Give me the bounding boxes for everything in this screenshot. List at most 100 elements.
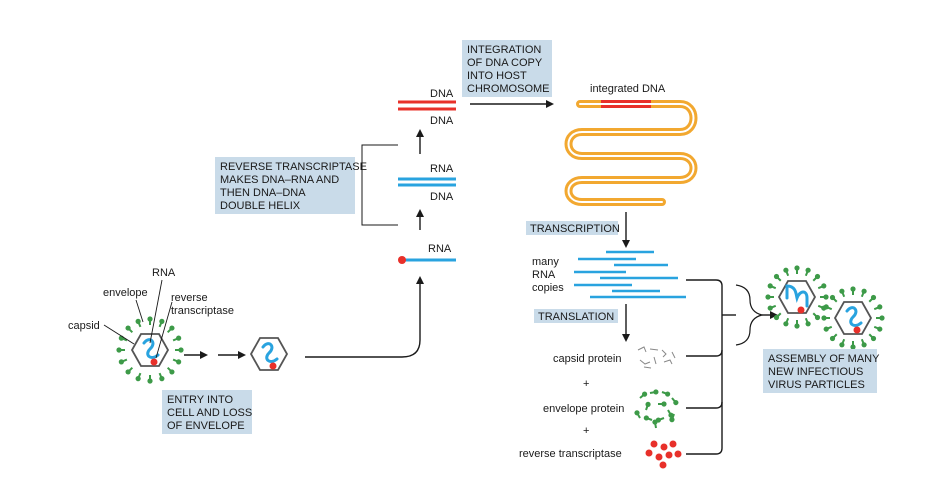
envelope-protein-head [653,389,659,395]
envelope-protein-head [669,417,675,423]
label-capsid-protein: capsid protein [553,353,622,365]
envelope-spike-head [821,315,827,321]
chromosome-outer [564,100,698,206]
rna-copies: many RNA copies [532,250,686,299]
label-plus-2: + [583,425,589,437]
envelope-spike-head [877,304,883,310]
envelope-spike-head [773,314,780,321]
envelope-spike-head [821,283,827,289]
label-reverse-transcriptase-protein: reverse transcriptase [519,448,622,460]
envelope-spike-head [823,294,829,300]
viral-rna-coil [261,342,279,363]
assembly-brace [735,284,763,346]
chromosome-inner [567,103,695,203]
envelope-spike-head [169,369,175,375]
envelope-spike-head [773,273,780,280]
envelope-spike-head [870,294,877,301]
envelope-spike-head [783,321,789,327]
envelope-spike-head [159,318,165,324]
envelope-spike-head [814,273,821,280]
assembly-connectors [686,279,736,455]
envelope-spike-head [118,359,124,365]
envelope-spike-head [879,315,885,321]
viral-rna-coil [785,284,809,308]
envelope-protein-head [643,415,649,421]
step-assembly-box: ASSEMBLY OF MANY NEW INFECTIOUS VIRUS PA… [763,349,882,393]
envelope-spike-head [147,316,153,322]
envelope-protein-head [665,391,671,397]
svg-text:INTEGRATION OF DNA COPY: INTEGRATION OF DNA COPY INTO HOST CHROMO… [467,44,550,95]
step-entry-box: ENTRY INTO CELL AND LOSS OF ENVELOPE [162,390,255,434]
product-labels: capsid protein + envelope protein + reve… [519,353,624,460]
envelope-protein-head [645,401,651,407]
envelope-spike-head [147,378,153,384]
viral-rna-coil [142,338,160,359]
envelope-spike-head [805,321,811,327]
label-plus-1: + [583,378,589,390]
envelope-spike-head [870,335,877,342]
svg-text:TRANSLATION: TRANSLATION [538,311,614,323]
arrow-core-to-rna [305,276,424,358]
strand-rna-single: RNA [398,243,456,264]
envelope-spike-head [116,347,122,353]
envelope-protein-head [673,399,679,406]
envelope-spike-head [861,288,867,294]
envelope-spike-head [176,335,182,341]
capsid-protein-fragments [637,346,676,369]
svg-text:DNA: DNA [430,191,454,203]
envelope-spike-head [135,318,141,324]
svg-text:DNA: DNA [430,115,454,127]
rt-bracket [361,144,398,226]
envelope-spike-head [125,325,131,331]
envelope-protein-head [661,401,667,407]
label-envelope-protein: envelope protein [543,403,624,415]
envelope-spike-head [794,323,800,329]
svg-text:RNA: RNA [430,163,454,175]
step-transcription-box: TRANSCRIPTION [526,221,620,235]
envelope-spike-head [850,344,856,350]
svg-text:TRANSCRIPTION: TRANSCRIPTION [530,223,620,235]
step-integration-box: INTEGRATION OF DNA COPY INTO HOST CHROMO… [462,40,552,97]
envelope-spike-head [176,359,182,365]
label-integrated-dna: integrated DNA [590,83,666,95]
envelope-spike-head [767,305,773,311]
envelope-spike-head [805,267,811,273]
envelope-spikes [116,316,184,384]
svg-text:ENTRY INTO CELL AND LOSS: ENTRY INTO CELL AND LOSS OF ENVELOPE [167,394,255,432]
envelope-spike-head [794,265,800,271]
envelope-spike-head [169,325,175,331]
svg-text:REVERSE TRANSCRIPTASE MA: REVERSE TRANSCRIPTASE MAKES DNA–RNA AND … [220,161,370,212]
virion-initial [116,316,184,384]
envelope-protein-head [641,391,648,397]
envelope-spike-head [783,267,789,273]
virion-label-group: RNA envelope reverse transcriptase capsi… [68,267,234,359]
envelope-spike-head [829,294,836,301]
envelope-spike-head [823,304,829,310]
envelope-spike-head [839,342,845,348]
svg-text:many RNA copies: many RNA copies [532,256,564,294]
new-virion-2 [821,286,885,350]
step-translation-box: TRANSLATION [534,309,618,323]
svg-text:ASSEMBLY OF MANY NEW INF: ASSEMBLY OF MANY NEW INFECTIOUS VIRUS PA… [768,353,882,391]
envelope-spike-head [839,288,845,294]
envelope-spike-head [829,335,836,342]
envelope-spike-head [135,376,141,382]
envelope-protein-head [652,419,658,425]
envelope-spike-head [178,347,184,353]
label-reverse-transcriptase: reverse transcriptase [171,292,234,317]
label-envelope: envelope [103,287,148,299]
envelope-spike-head [861,342,867,348]
envelope-spike-head [765,294,771,300]
envelope-spike-head [814,314,821,321]
svg-text:RNA: RNA [428,243,452,255]
envelope-protein-head [634,410,640,416]
svg-text:DNA: DNA [430,88,454,100]
strand-dna-rna-hybrid: RNA DNA [398,163,456,203]
new-virion-1 [765,265,829,329]
strand-dsdna: DNA DNA [398,88,456,127]
label-capsid: capsid [68,320,100,332]
reverse-transcriptase-dot [269,362,277,370]
reverse-transcriptase-dots [645,440,682,469]
envelope-spike-head [125,369,131,375]
